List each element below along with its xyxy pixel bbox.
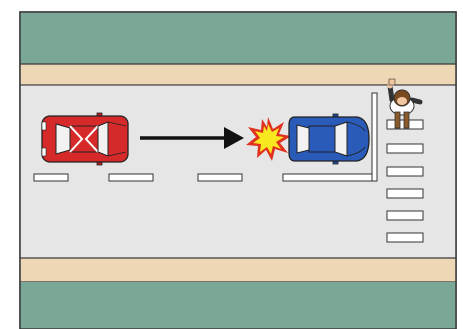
red-car-icon	[42, 113, 128, 165]
top-grass	[20, 12, 456, 64]
bottom-sidewalk	[20, 258, 456, 282]
blue-car-icon	[289, 114, 369, 164]
bottom-grass	[20, 282, 456, 329]
stop-line	[372, 93, 377, 181]
